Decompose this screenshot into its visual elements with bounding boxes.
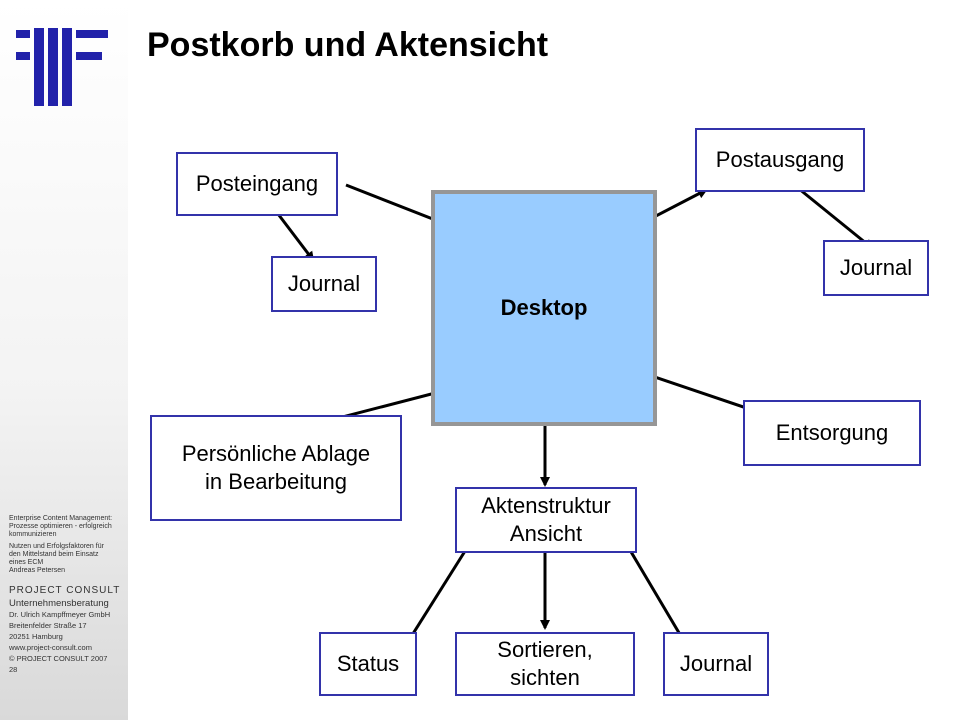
address-line: Dr. Ulrich Kampffmeyer GmbH (9, 610, 111, 619)
info-line: Prozesse optimieren - erfolgreich (9, 523, 112, 530)
journal-in-node: Journal (271, 256, 377, 312)
journal-out-label: Journal (839, 255, 913, 280)
persoenliche-ablage-label-line1: Persönliche Ablage (181, 441, 371, 466)
sortieren-label-line2: sichten (510, 665, 580, 690)
journal-out-node: Journal (823, 240, 929, 296)
sortieren-label-line1: Sortieren, (497, 637, 593, 662)
info-line: Enterprise Content Management: (9, 515, 113, 522)
page-title: Postkorb und Aktensicht (147, 26, 549, 64)
posteingang-label: Posteingang (195, 171, 319, 196)
journal-in-label: Journal (287, 271, 361, 296)
journal-akten-label: Journal (679, 651, 753, 676)
sortieren-node: Sortieren, sichten (455, 632, 635, 696)
postausgang-node: Postausgang (695, 128, 865, 192)
address-line: Breitenfelder Straße 17 (9, 621, 87, 630)
website-link[interactable]: www.project-consult.com (9, 643, 92, 652)
persoenliche-ablage-label-line2: in Bearbeitung (205, 469, 347, 494)
aktenstruktur-label-line2: Ansicht (509, 521, 583, 546)
info-line: den Mittelstand beim Einsatz (9, 551, 99, 558)
project-consult-logo-icon (16, 28, 108, 106)
journal-akten-node: Journal (663, 632, 769, 696)
entsorgung-label: Entsorgung (775, 420, 889, 445)
posteingang-node: Posteingang (176, 152, 338, 216)
page-number: 28 (9, 665, 18, 674)
arrow-postausgang-journal (792, 182, 874, 250)
info-line: eines ECM (9, 559, 44, 566)
info-line: Nutzen und Erfolgsfaktoren für (9, 543, 104, 550)
aktenstruktur-node: Aktenstruktur Ansicht (455, 487, 637, 553)
status-label: Status (336, 651, 400, 676)
aktenstruktur-label-line1: Aktenstruktur (481, 493, 611, 518)
arrow-aktenstruktur-status (402, 539, 474, 650)
desktop-label: Desktop (500, 295, 588, 320)
arrow-aktenstruktur-journal (622, 539, 690, 650)
address-line: 20251 Hamburg (9, 632, 63, 641)
sidebar: Enterprise Content Management: Prozesse … (0, 0, 128, 720)
status-node: Status (319, 632, 417, 696)
sidebar-info: Enterprise Content Management: Prozesse … (9, 515, 127, 675)
info-author: Andreas Petersen (9, 567, 66, 574)
copyright: © PROJECT CONSULT 2007 (9, 654, 108, 663)
brand-subtitle: Unternehmensberatung (9, 598, 109, 609)
entsorgung-node: Entsorgung (743, 400, 921, 466)
info-line: kommunizieren (9, 531, 57, 538)
persoenliche-ablage-node: Persönliche Ablage in Bearbeitung (150, 415, 402, 521)
brand-name: PROJECT CONSULT (9, 585, 121, 596)
desktop-node: Desktop (431, 190, 657, 426)
postausgang-label: Postausgang (715, 147, 845, 172)
